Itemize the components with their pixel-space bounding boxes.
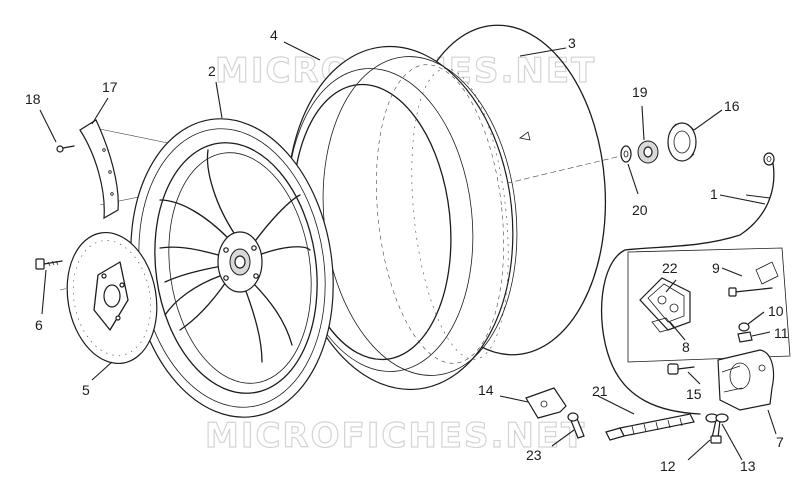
bleeder-cap bbox=[738, 322, 750, 332]
callout-11: 11 bbox=[774, 325, 789, 341]
callout-6: 6 bbox=[35, 317, 43, 333]
brake-hose bbox=[601, 152, 775, 415]
cover-screw bbox=[56, 145, 75, 153]
hose-guide bbox=[605, 413, 695, 441]
callout-19: 19 bbox=[632, 84, 648, 100]
callout-22: 22 bbox=[662, 260, 678, 276]
brake-disc bbox=[66, 231, 158, 365]
callout-4: 4 bbox=[270, 27, 278, 43]
caliper-assembly-frame bbox=[627, 247, 791, 363]
callout-9: 9 bbox=[712, 260, 720, 276]
callout-5: 5 bbox=[82, 382, 90, 398]
watermark-bottom: MICROFICHES.NET bbox=[205, 416, 586, 456]
callout-1: 1 bbox=[710, 186, 718, 202]
callout-17: 17 bbox=[102, 79, 118, 95]
wheel-cover-plate bbox=[79, 119, 119, 220]
callout-16: 16 bbox=[724, 98, 740, 114]
brake-pads bbox=[639, 277, 691, 331]
callout-21: 21 bbox=[592, 383, 608, 399]
bracket-screw bbox=[567, 412, 585, 439]
axle-nut bbox=[637, 140, 659, 164]
banjo-bolt bbox=[710, 419, 722, 444]
callout-20: 20 bbox=[632, 202, 648, 218]
caliper-bolt bbox=[667, 363, 695, 375]
brake-caliper bbox=[717, 349, 775, 411]
disc-bolt bbox=[35, 258, 63, 270]
callout-7: 7 bbox=[776, 434, 784, 450]
callout-2: 2 bbox=[208, 63, 216, 79]
bleeder-valve bbox=[737, 331, 753, 343]
callout-23: 23 bbox=[526, 447, 542, 463]
callout-labels: 1 2 3 4 5 6 7 8 9 10 11 12 13 14 15 16 1… bbox=[25, 27, 789, 474]
copper-washer bbox=[705, 413, 729, 423]
leader-lines bbox=[39, 41, 777, 461]
callout-12: 12 bbox=[660, 458, 676, 474]
callout-13: 13 bbox=[740, 458, 756, 474]
callout-15: 15 bbox=[686, 386, 702, 402]
callout-10: 10 bbox=[768, 303, 784, 319]
callout-14: 14 bbox=[478, 382, 494, 398]
hub-cap bbox=[667, 122, 697, 162]
callout-18: 18 bbox=[25, 91, 41, 107]
washer bbox=[620, 145, 632, 163]
hose-bracket bbox=[525, 387, 567, 419]
callout-3: 3 bbox=[568, 35, 576, 51]
callout-8: 8 bbox=[682, 339, 690, 355]
pad-spring bbox=[651, 317, 675, 333]
pad-pin bbox=[728, 261, 779, 297]
